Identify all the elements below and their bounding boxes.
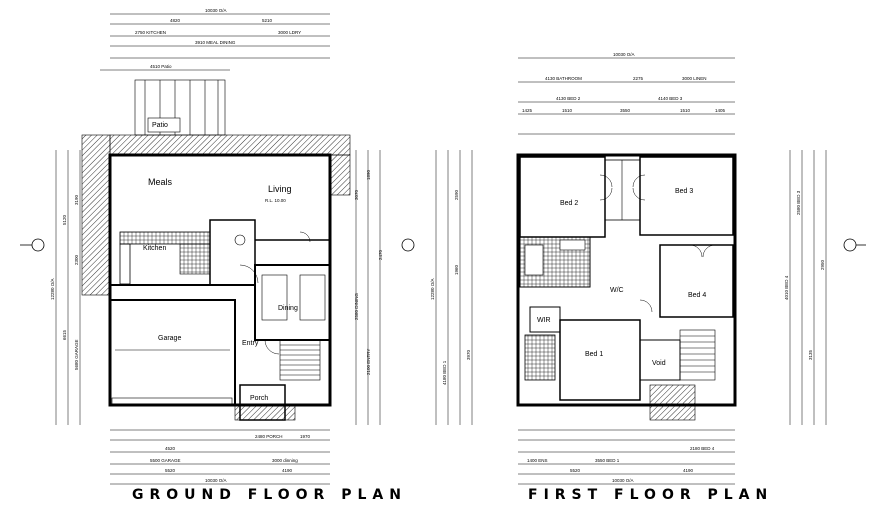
ff-dim-bottom-0: 3550 BED 1 [595, 458, 620, 463]
bed4-room [659, 244, 734, 318]
dim-bottom-7: 1970 [300, 434, 311, 439]
room-label-bed1: Bed 1 [585, 351, 603, 358]
dim-top-2: 5210 [262, 18, 273, 23]
ff-dim-left-1: 4180 BED 1 [442, 360, 447, 385]
ground-floor-title: GROUND FLOOR PLAN [132, 487, 407, 503]
dim-top-3: 2750 KITCHEN [135, 30, 166, 35]
dim-bottom-6: 2480 PORCH [255, 434, 283, 439]
ff-dim-right-2: 3135 [808, 349, 813, 360]
dim-bottom-1: 5500 GARAGE [150, 458, 181, 463]
kitchen-bench [119, 231, 211, 245]
dim-right-0: 3070 [354, 189, 359, 200]
first-outer-wall [516, 153, 737, 407]
room-label-kitchen: Kitchen [143, 245, 166, 252]
ff-dim-left-2: 2590 [454, 189, 459, 200]
room-label-dining: Dining [278, 305, 298, 312]
bed1-room [559, 319, 641, 401]
dim-left-3: 3190 [74, 194, 79, 205]
room-label-patio: Patio [152, 122, 168, 129]
dim-top-1: 4820 [170, 18, 181, 23]
ff-dim-right-1: 4010 BED 4 [784, 275, 789, 300]
ground-outer-wall [108, 153, 332, 407]
ff-dim-top-10: 1405 [715, 108, 726, 113]
dim-bottom-3: 5520 [165, 468, 176, 473]
room-label-porch: Porch [250, 395, 268, 402]
dim-bottom-2: 3000 dinning [272, 458, 298, 463]
room-area-living: R.L. 10.00 [265, 198, 286, 203]
first-floor-labels: Bed 2 Bed 3 Bed 4 Bed 1 Void WIR W/C 100… [430, 52, 825, 483]
ff-dim-top-5: 4140 BED 3 [658, 96, 683, 101]
bed3-room [639, 156, 734, 236]
ground-floor-plan [20, 13, 415, 485]
patio-pergola [134, 79, 226, 136]
dim-left-0: 12280 O/A [50, 278, 55, 300]
paving-hatch-left [81, 134, 111, 296]
room-label-void: Void [652, 360, 666, 367]
ff-dim-left-0: 12280 O/A [430, 278, 435, 300]
dining-room [254, 264, 331, 341]
dim-bottom-4: 4190 [282, 468, 293, 473]
ff-dim-bottom-2: 5520 [570, 468, 581, 473]
dim-left-5: 5680 GARAGE [74, 339, 79, 370]
dim-left-2: 2300 [74, 254, 79, 265]
paving-hatch-right [329, 154, 351, 196]
room-label-garage: Garage [158, 335, 181, 342]
ff-dim-top-0: 10030 O/A [613, 52, 635, 57]
paving-hatch-top [109, 134, 351, 156]
ff-dim-bottom-5: 1400 ENS [527, 458, 548, 463]
dim-top-5: 3000 LDRY [278, 30, 301, 35]
room-label-bed4: Bed 4 [688, 292, 706, 299]
ground-dimension-lines [55, 13, 381, 485]
dim-top-0: 10030 O/A [205, 8, 227, 13]
ff-dim-top-3: 3000 LINEN [682, 76, 707, 81]
ground-floor-labels: Meals Living R.L. 10.00 Kitchen Dining G… [50, 8, 383, 483]
garage-wall [109, 299, 236, 406]
room-label-living: Living [268, 184, 292, 194]
dim-top-4: 3910 MEAL DINING [195, 40, 236, 45]
wir-room [529, 306, 561, 333]
room-label-bed3: Bed 3 [675, 188, 693, 195]
ff-dim-top-9: 1510 [680, 108, 691, 113]
dim-top-6: 4510 Patio [150, 64, 172, 69]
stair [279, 339, 321, 381]
dim-left-1: 5120 [62, 214, 67, 225]
ff-dim-left-4: 3970 [466, 349, 471, 360]
first-dimension-lines [435, 57, 827, 485]
ff-dim-top-1: 4130 BATHROOM [545, 76, 582, 81]
dim-right-1: 1890 [366, 169, 371, 180]
room-label-wc: W/C [610, 287, 624, 294]
dim-bottom-5: 10030 O/A [205, 478, 227, 483]
ff-dim-top-8: 3550 [620, 108, 631, 113]
room-label-bed2: Bed 2 [560, 200, 578, 207]
ff-dim-top-7: 1510 [562, 108, 573, 113]
ff-dim-left-3: 1960 [454, 264, 459, 275]
ff-dim-bottom-1: 2180 BED 4 [690, 446, 715, 451]
garage-door [111, 397, 233, 405]
room-label-wir: WIR [537, 317, 551, 324]
ff-dim-right-3: 2950 [820, 259, 825, 270]
first-floor-title: FIRST FLOOR PLAN [528, 487, 774, 503]
ff-dim-right-0: 2580 BED 3 [796, 190, 801, 215]
dim-right-2: 2580 DINING [354, 292, 359, 320]
first-stair [679, 329, 716, 381]
room-label-meals: Meals [148, 177, 173, 187]
dim-right-3: 2100 ENTRY [366, 349, 371, 375]
first-floor-plan [435, 57, 866, 485]
dim-bottom-0: 4520 [165, 446, 176, 451]
ff-dim-top-6: 1425 [522, 108, 533, 113]
ff-dim-top-4: 4130 BED 2 [556, 96, 581, 101]
dim-right-4: 2470 [378, 249, 383, 260]
dim-left-4: 6615 [62, 329, 67, 340]
ff-dim-top-2: 2275 [633, 76, 644, 81]
bed2-room [519, 156, 606, 238]
ff-dim-bottom-4: 10030 O/A [612, 478, 634, 483]
ff-dim-bottom-3: 4190 [683, 468, 694, 473]
room-label-entry: Entry [242, 340, 259, 347]
